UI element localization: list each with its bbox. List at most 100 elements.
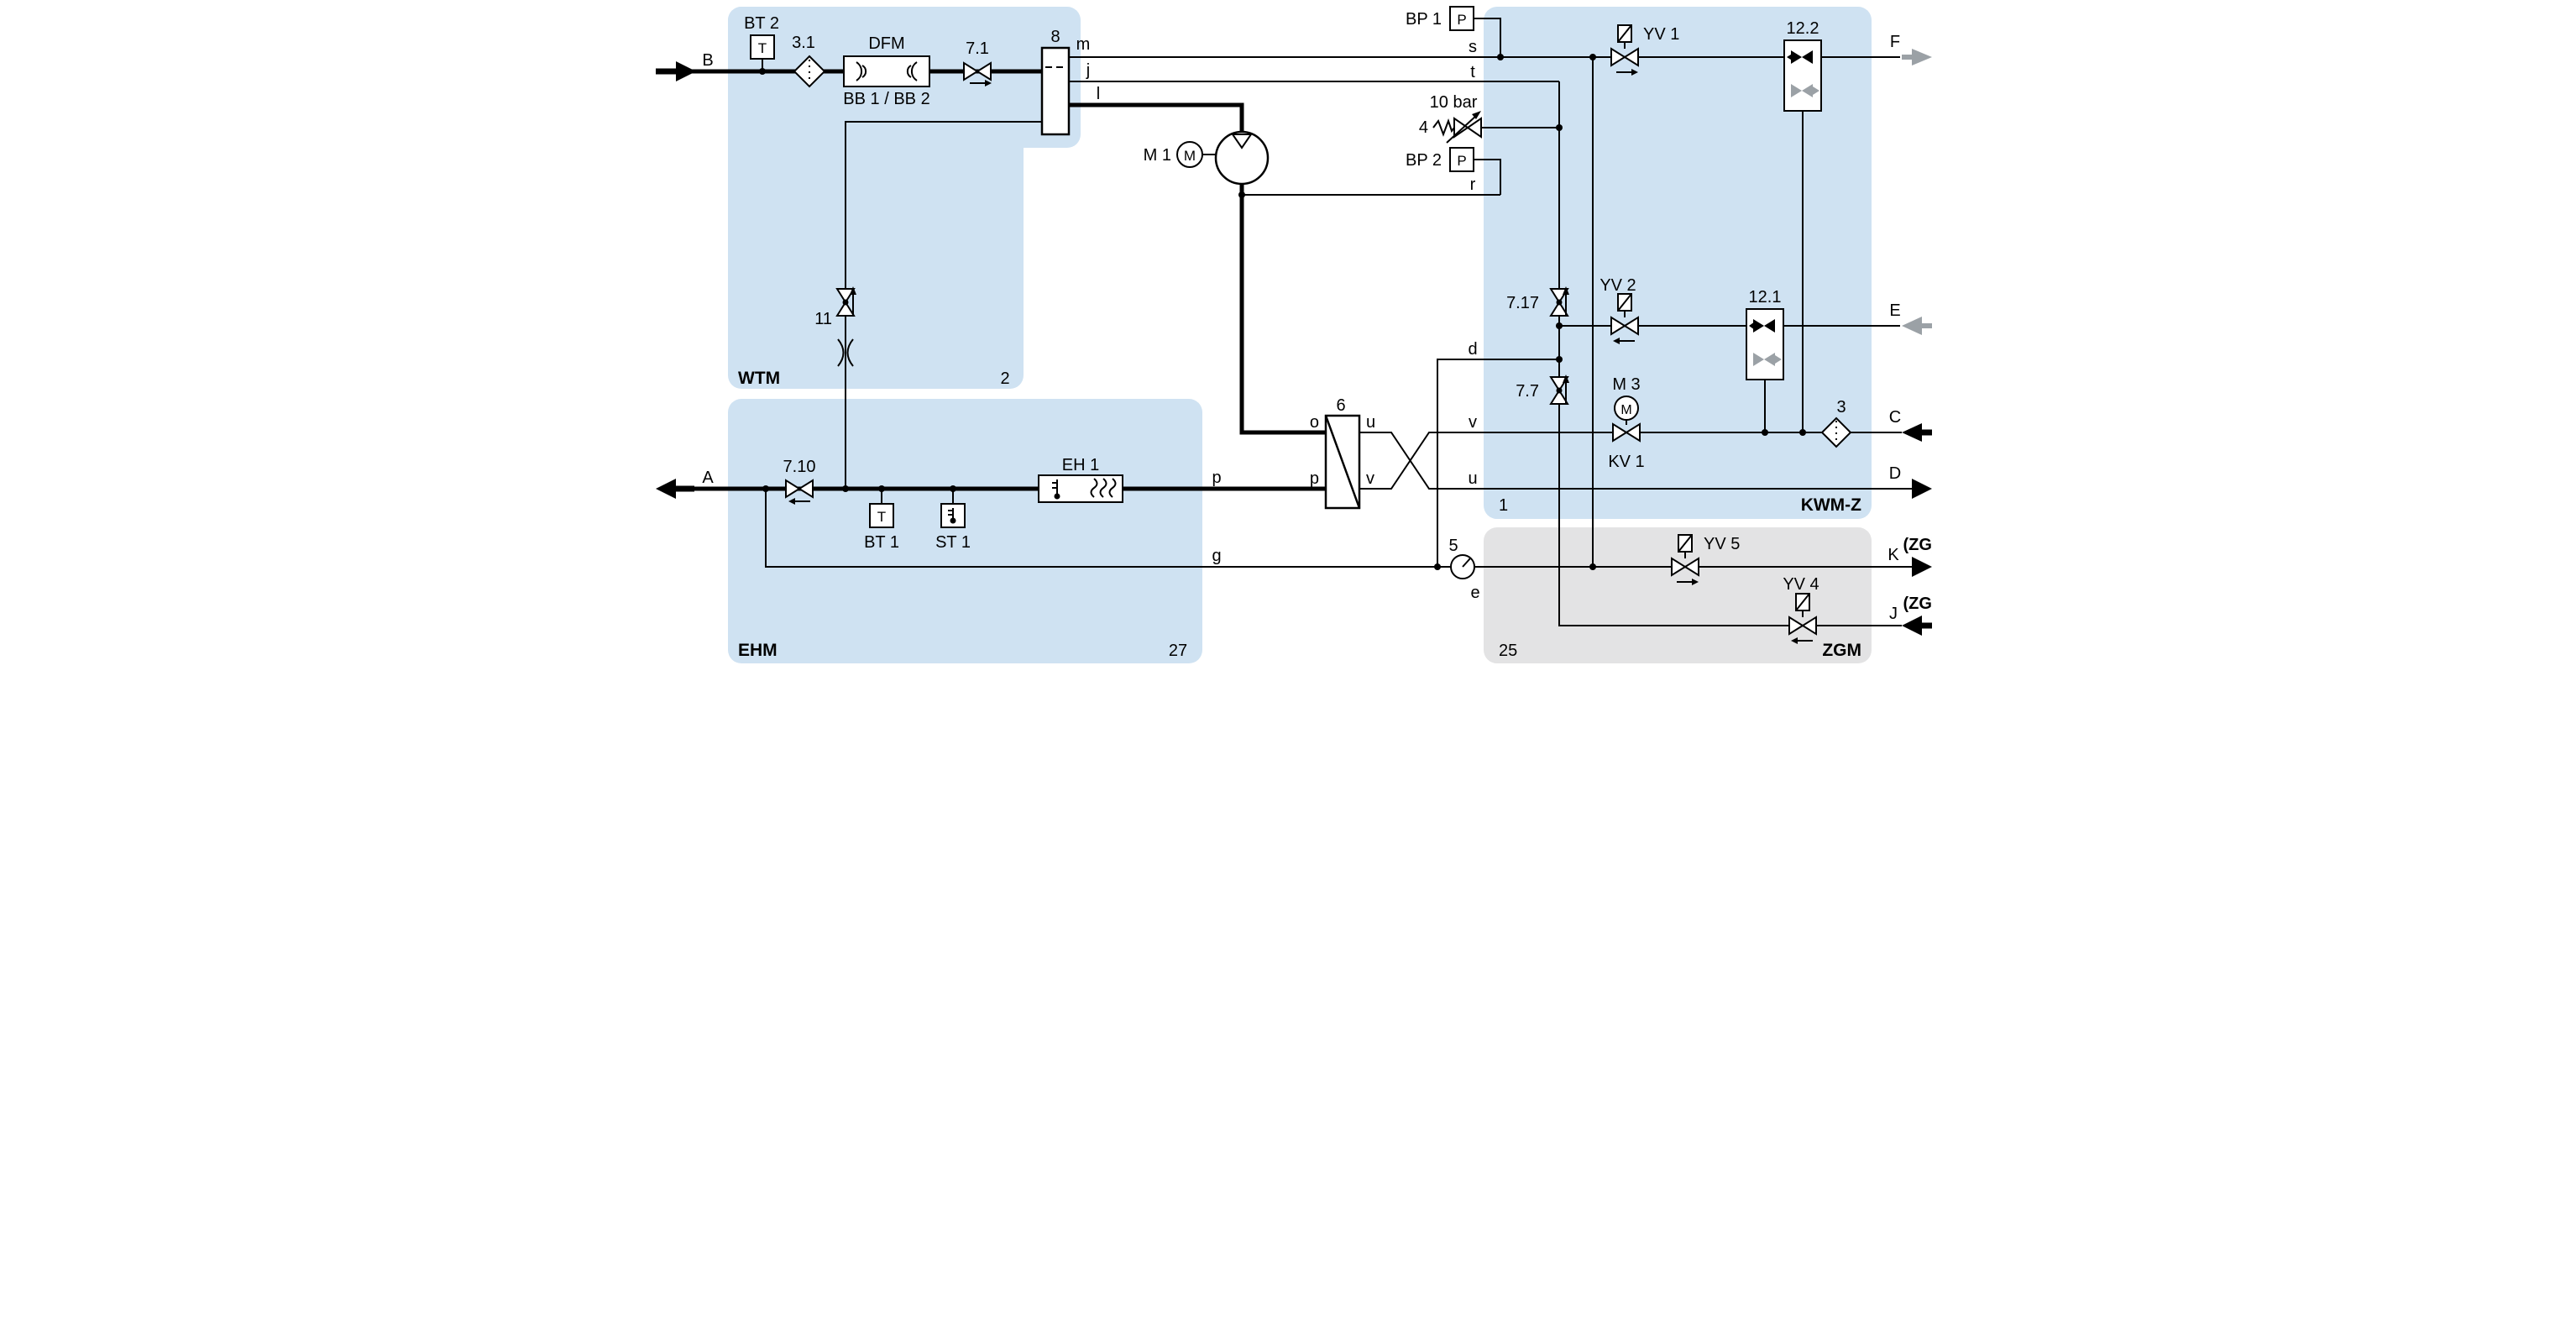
v717-label: 7.17: [1506, 294, 1539, 312]
pipe-v-port-label: v: [1366, 469, 1374, 488]
bt1-label: BT 1: [864, 533, 899, 552]
motor-icon: [1176, 141, 1203, 168]
f31-label: 3.1: [792, 34, 815, 52]
pipe-bp2-link: [1474, 159, 1501, 195]
zone-kwmz-area: [1484, 7, 1872, 519]
pipe-u-port-label: u: [1366, 413, 1375, 432]
orifice: [837, 338, 854, 367]
v77-label: 7.7: [1516, 382, 1539, 401]
bp2-letter: P: [1457, 153, 1466, 169]
port-f-label: F: [1890, 33, 1900, 51]
port-a-label: A: [702, 469, 714, 487]
yv4-label: YV 4: [1783, 575, 1819, 594]
schematic-page: T M T: [644, 0, 1932, 668]
pipe-m-label: m: [1076, 35, 1091, 54]
pipe-l-pump-o: [1069, 102, 1326, 435]
zone-kwmz-number: 1: [1499, 496, 1508, 515]
pipe-p-label: p: [1212, 469, 1221, 487]
gauge-5: [1450, 554, 1475, 579]
zone-zgm-area: [1484, 527, 1872, 663]
pump-direction-icon: [1231, 134, 1253, 149]
port-e-arrow: [1902, 317, 1922, 335]
active-direction-icon: [1787, 53, 1793, 61]
zone-wtm-area: [728, 7, 1024, 389]
pipe-g-e: [765, 489, 1912, 568]
heating-coil-icon: [1090, 478, 1117, 498]
pipe-u-line-label: u: [1468, 469, 1477, 488]
gauge-needle: [1462, 558, 1471, 568]
port-j-label: J: [1889, 605, 1898, 623]
heat-exchanger-6: [1324, 414, 1361, 510]
rv4-pressure-label: 10 bar: [1430, 93, 1478, 112]
unit-body: [1783, 39, 1822, 112]
ultrasound-right-icon: [906, 61, 918, 81]
port-j-arrow: [1902, 616, 1922, 636]
sensor-st1: [940, 503, 966, 528]
adjust-arrow: [1446, 114, 1478, 144]
tank-8: [1040, 46, 1071, 136]
valve-71: [963, 61, 992, 86]
tank-body: [1040, 46, 1071, 136]
pipe-bp1-link: [1474, 18, 1501, 57]
orifice-icon: [837, 338, 854, 367]
zone-zgm-number: 25: [1499, 642, 1517, 660]
m3-label: M 3: [1612, 375, 1640, 394]
temperature-sensor-icon: [869, 503, 894, 528]
sensor-bp2: P: [1449, 147, 1474, 172]
port-b-arrow: [676, 61, 696, 81]
unit-body: [1746, 308, 1784, 380]
v710-label: 7.10: [783, 458, 816, 476]
flowmeter-body: [843, 55, 930, 87]
eh1-label: EH 1: [1062, 456, 1099, 474]
pipe-g-label: g: [1212, 547, 1221, 565]
active-direction-icon: [1749, 322, 1755, 330]
yv1-label: YV 1: [1643, 25, 1679, 44]
flowmeter-dfm: [843, 55, 930, 87]
pipe-l-label: l: [1097, 85, 1100, 103]
m1-letter: M: [1184, 148, 1196, 164]
port-k-label: K: [1887, 546, 1899, 564]
junction-dots: [759, 54, 1806, 570]
spring-icon: [1432, 118, 1455, 137]
sensor-bt2: T: [750, 34, 775, 60]
valve-77: [1549, 375, 1569, 405]
pipe-o-label: o: [1310, 413, 1319, 432]
pump-icon: [1214, 130, 1270, 186]
dfm-label: DFM: [868, 34, 904, 53]
pipe-e-label: e: [1470, 584, 1479, 602]
valve-11: [835, 286, 856, 317]
pipe-tank-to-valve11: [845, 121, 1042, 489]
solenoid-valve-yv5: [1671, 534, 1699, 585]
motor-valve-kv1: M: [1612, 396, 1641, 443]
thermometer-icon: [1052, 479, 1058, 494]
pipe-d: [1437, 359, 1559, 567]
pipe-v-line-label: v: [1469, 413, 1477, 432]
rv4-label: 4: [1419, 118, 1428, 137]
bp1-letter: P: [1457, 12, 1466, 28]
c121-label: 12.1: [1749, 288, 1782, 306]
port-d-arrow: [1912, 479, 1932, 499]
yv2-label: YV 2: [1600, 276, 1636, 295]
pressure-sensor-icon: [1449, 147, 1474, 172]
yv5-label: YV 5: [1704, 535, 1740, 553]
m1-label: M 1: [1144, 146, 1171, 165]
pipe-s-label: s: [1469, 38, 1477, 56]
pressure-sensor-icon: [1449, 6, 1474, 31]
solenoid-valve-yv4: [1788, 593, 1817, 644]
zone-kwmz-label: KWM-Z: [1801, 495, 1861, 515]
valve-717: [1549, 286, 1569, 317]
port-b-label: B: [702, 51, 713, 70]
v11-label: 11: [814, 310, 832, 328]
port-e-label: E: [1889, 301, 1900, 320]
bt1-letter: T: [877, 509, 886, 525]
pipe-t-vertical-to-j-port: [1558, 81, 1902, 626]
m3-letter: M: [1620, 403, 1631, 417]
schematic-diagram: T M T: [656, 6, 1932, 663]
temperature-sensor-icon: [750, 34, 775, 60]
zone-wtm-number: 2: [1000, 369, 1009, 388]
hx-membrane: [1324, 415, 1361, 509]
heater-body: [1038, 474, 1123, 503]
relief-valve-4: [1432, 111, 1482, 144]
t8-label: 8: [1050, 28, 1060, 46]
port-c-arrow: [1902, 423, 1922, 442]
